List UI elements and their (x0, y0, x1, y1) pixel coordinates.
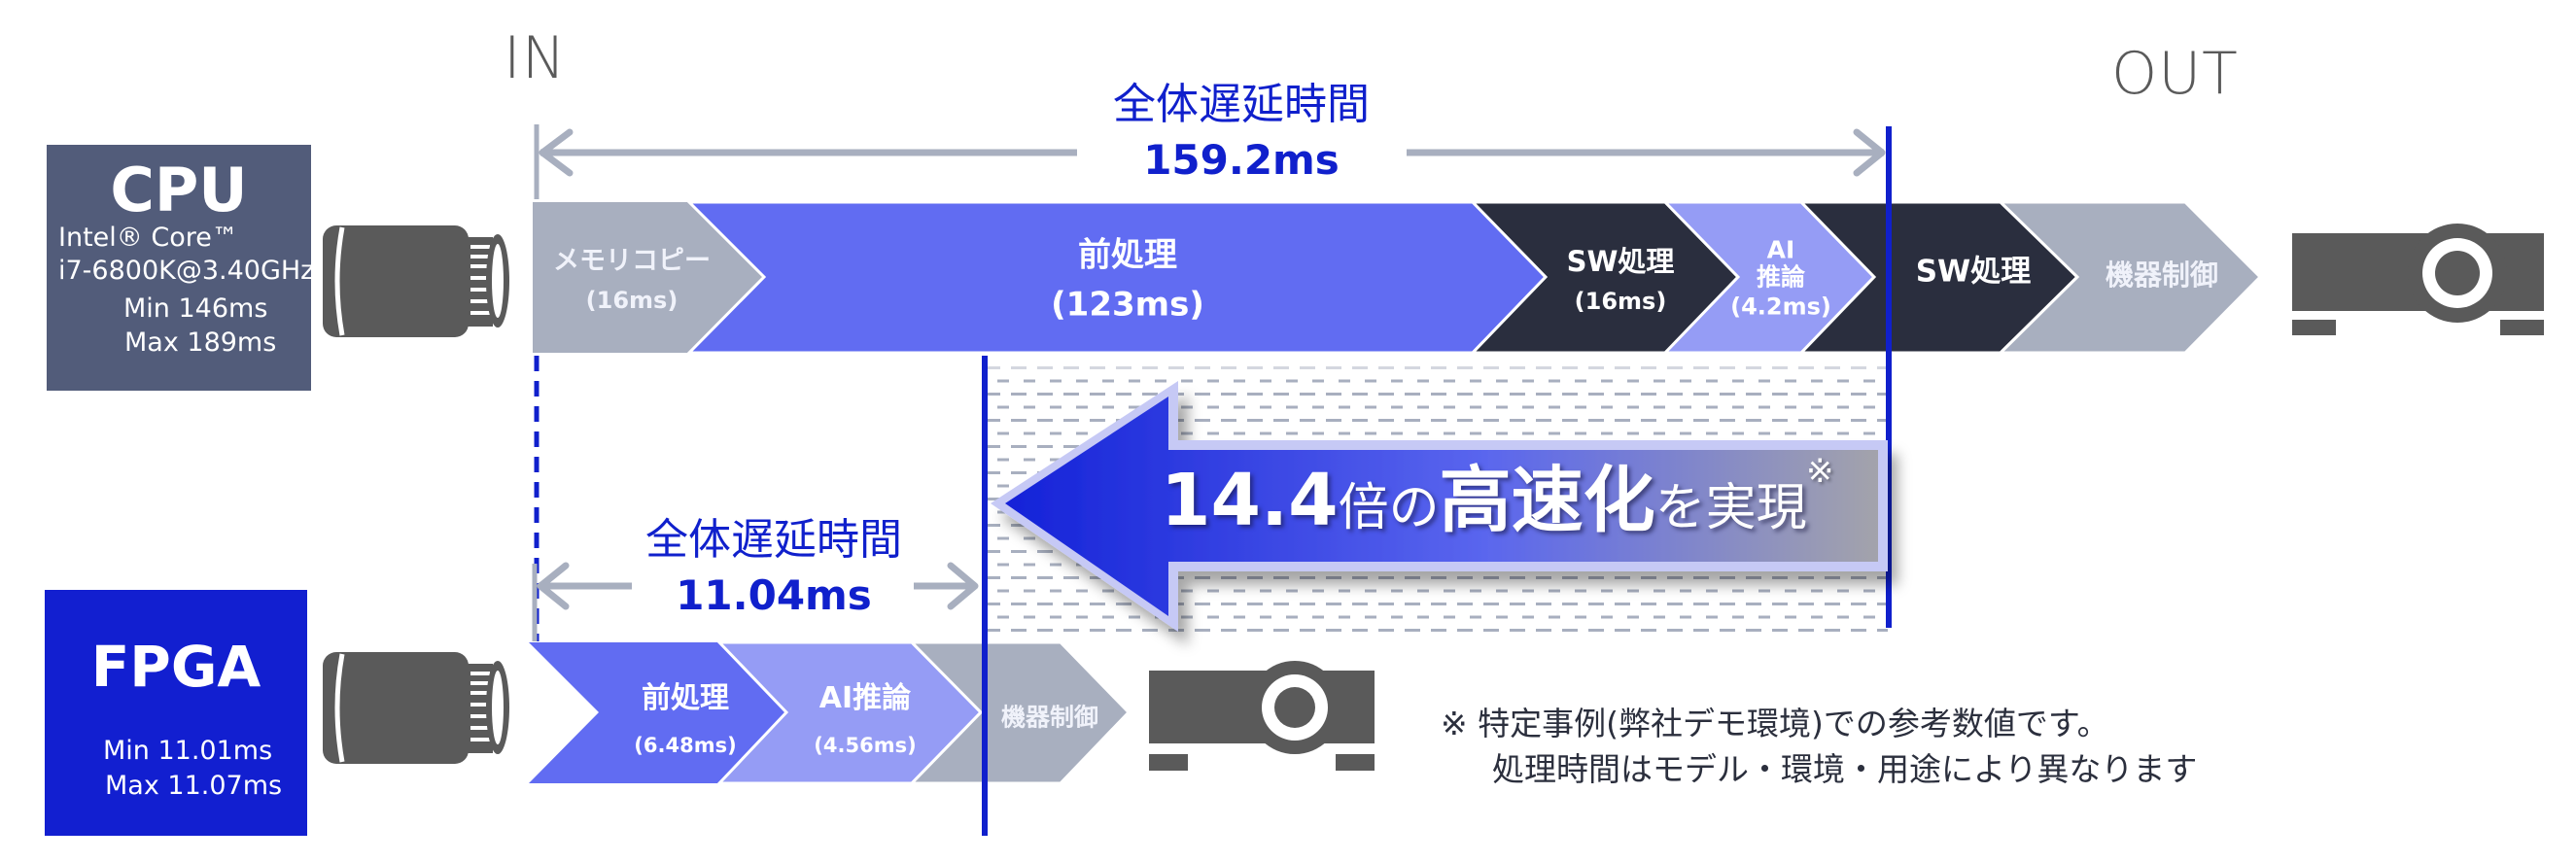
fpga-total-latency: 全体遅延時間 11.04ms (628, 519, 920, 616)
fpga-info-box: FPGA Min 11.01ms Max 11.07ms (45, 590, 307, 836)
fpga-camera-icon (323, 652, 509, 764)
cpu-total-dimension-line (534, 124, 1886, 199)
cpu-total-latency-value: 159.2ms (1143, 136, 1340, 184)
footnote-line1: ※ 特定事例(弊社デモ環境)での参考数値です。 (1441, 705, 2109, 742)
fpga-max-latency: Max 11.07ms (105, 771, 283, 801)
speedup-factor: 14.4 (1161, 459, 1339, 542)
cpu-seg-memcopy (533, 202, 764, 353)
fpga-seg-preprocess-label: 前処理 (6.48ms) (634, 681, 737, 757)
cpu-seg-control (1997, 200, 2263, 355)
cpu-info-box: CPU Intel® Core™ i7-6800K@3.40GHz Min 14… (47, 145, 315, 391)
cpu-model-line2: i7-6800K@3.40GHz (58, 256, 315, 286)
cpu-title: CPU (110, 155, 248, 225)
speedup-note-mark: ※ (1806, 452, 1834, 491)
fpga-total-dimension-line (532, 562, 979, 641)
cpu-seg-preprocess-label: 前処理 (123ms) (1051, 235, 1204, 325)
fpga-projector-icon (1149, 661, 1375, 771)
cpu-total-latency: 全体遅延時間 159.2ms (1096, 84, 1387, 181)
cpu-pipeline (533, 200, 2263, 355)
fpga-total-latency-value: 11.04ms (676, 571, 872, 619)
fpga-title: FPGA (90, 634, 261, 700)
footnote-line2: 処理時間はモデル・環境・用途により異なります (1492, 750, 2198, 788)
cpu-seg-ai-label: AI 推論 (4.2ms) (1730, 235, 1831, 321)
cpu-min-latency: Min 146ms (123, 293, 268, 324)
cpu-camera-icon (323, 225, 509, 337)
cpu-projector-icon (2292, 224, 2544, 335)
fpga-total-latency-label: 全体遅延時間 (645, 515, 902, 565)
cpu-total-latency-label: 全体遅延時間 (1113, 80, 1370, 129)
cpu-max-latency: Max 189ms (124, 328, 277, 358)
fpga-seg-preprocess (529, 642, 786, 783)
fpga-seg-ai-label: AI推論 (4.56ms) (814, 681, 917, 757)
cpu-seg-sw1-label: SW処理 (16ms) (1566, 244, 1675, 316)
fpga-min-latency: Min 11.01ms (103, 736, 273, 766)
fpga-seg-control (908, 640, 1131, 785)
cpu-model-line1: Intel® Core™ (58, 223, 238, 253)
cpu-seg-control-label: 機器制御 (2105, 258, 2219, 292)
fpga-pipeline (529, 640, 1131, 785)
out-label: OUT (2111, 40, 2239, 108)
in-label: IN (504, 24, 567, 92)
cpu-seg-memcopy-label: メモリコピー (16ms) (553, 246, 711, 314)
speedup-arrow (991, 381, 1888, 632)
cpu-seg-sw2-label: SW処理 (1915, 254, 2032, 290)
speedup-text: 14.4倍の高速化を実現 (1161, 459, 1807, 542)
fpga-seg-control-label: 機器制御 (1000, 703, 1099, 732)
